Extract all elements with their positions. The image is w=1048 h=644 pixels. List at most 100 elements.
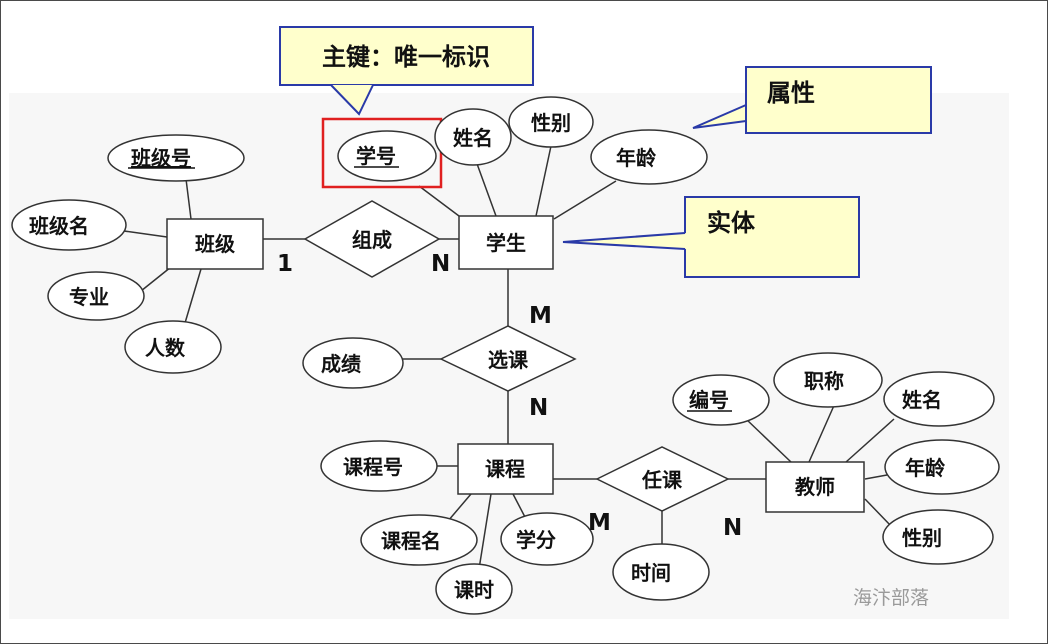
attr-grade-ellipse [302, 337, 404, 389]
attr-course-no: 课程号 [320, 440, 438, 492]
line-teacher-no [745, 418, 792, 463]
line-course-name [447, 493, 472, 522]
callout-primary-key-box [279, 26, 534, 86]
attr-title-ellipse [773, 352, 883, 408]
attr-headcount-label: 人数 [145, 336, 186, 360]
attr-teacher-age: 年龄 [884, 439, 1000, 495]
cardinality-course-select: N [529, 395, 548, 421]
entity-course: 课程 [457, 443, 554, 495]
attr-title-label: 职称 [804, 369, 844, 393]
cardinality-teacher-teach: N [723, 515, 742, 541]
cardinality-student-select: M [529, 303, 552, 329]
callout-primary-key-pointer [330, 84, 374, 116]
line-course-hours [478, 493, 492, 570]
attr-student-name: 姓名 [434, 108, 512, 166]
attr-teacher-name-label: 姓名 [902, 388, 942, 412]
attr-time-label: 时间 [631, 561, 671, 585]
attr-student-no-label: 学号 [356, 144, 396, 168]
attr-major-label: 专业 [69, 285, 109, 309]
attr-time: 时间 [612, 543, 710, 601]
callout-entity-text: 实体 [707, 209, 756, 237]
line-class-classname [123, 230, 168, 238]
relationship-teach-diamond [595, 446, 730, 512]
attr-course-no-ellipse [320, 440, 438, 492]
cardinalities: 1 N M N M N [277, 251, 742, 541]
attr-headcount-ellipse [124, 320, 222, 374]
entity-teacher-label: 教师 [795, 475, 835, 499]
attr-student-age-label: 年龄 [616, 146, 657, 170]
attr-hours: 课时 [435, 563, 513, 615]
attr-teacher-name-ellipse [883, 371, 995, 427]
attr-teacher-no-label: 编号 [689, 388, 729, 412]
relationship-teach-label: 任课 [641, 468, 683, 492]
attr-student-no: 学号 [321, 117, 443, 189]
callout-entity: 实体 [562, 196, 860, 278]
callout-entity-box [684, 196, 860, 278]
attr-student-name-ellipse [434, 108, 512, 166]
entity-teacher-box [765, 461, 865, 513]
relationship-compose-label: 组成 [352, 228, 392, 252]
entity-class-label: 班级 [195, 232, 235, 256]
attr-student-gender: 性别 [508, 96, 594, 148]
attr-teacher-name: 姓名 [883, 371, 995, 427]
attr-class-name-label: 班级名 [29, 214, 89, 238]
attr-student-age: 年龄 [590, 129, 708, 185]
cardinality-course-teach: M [588, 510, 611, 536]
attr-major-ellipse [47, 271, 145, 321]
entity-student-label: 学生 [486, 231, 526, 255]
line-course-credit [512, 493, 527, 520]
attr-teacher-no-ellipse [672, 374, 770, 426]
attr-credit: 学分 [500, 512, 594, 566]
line-teacher-title [808, 400, 837, 463]
attr-hours-ellipse [435, 563, 513, 615]
attr-grade: 成绩 [302, 337, 404, 389]
line-student-name [475, 160, 497, 217]
line-teacher-gender [864, 498, 892, 527]
attr-hours-label: 课时 [454, 578, 494, 602]
attr-class-name: 班级名 [11, 199, 127, 251]
attr-teacher-gender: 性别 [882, 509, 994, 565]
attr-teacher-gender-label: 性别 [902, 526, 942, 550]
attr-class-no-label: 班级号 [131, 146, 191, 170]
entity-course-label: 课程 [485, 457, 525, 481]
callout-primary-key: 主键：唯一标识 [279, 26, 534, 116]
attr-class-no-ellipse [107, 134, 245, 182]
connectors [123, 145, 895, 570]
line-teacher-age [864, 474, 888, 480]
attr-credit-ellipse [500, 512, 594, 566]
entity-student: 学生 [458, 215, 554, 270]
relationship-select-label: 选课 [488, 348, 529, 372]
line-teacher-name [845, 418, 895, 463]
callout-primary-key-text: 主键：唯一标识 [322, 43, 490, 71]
callout-attribute-box [745, 66, 932, 134]
relationship-compose: 组成 [303, 200, 441, 278]
relationship-select: 选课 [439, 325, 577, 392]
attr-class-no: 班级号 [107, 134, 245, 182]
line-class-major [140, 266, 172, 292]
attr-teacher-no: 编号 [672, 374, 770, 426]
attr-student-gender-label: 性别 [531, 111, 571, 135]
entity-student-box [458, 215, 554, 270]
line-class-classno [185, 178, 192, 220]
line-student-no [418, 185, 460, 217]
attr-course-name-ellipse [360, 514, 478, 566]
attr-time-ellipse [612, 543, 710, 601]
attr-student-age-ellipse [590, 129, 708, 185]
entity-course-box [457, 443, 554, 495]
attr-headcount: 人数 [124, 320, 222, 374]
watermark: 海汴部落 [853, 587, 929, 609]
callout-attribute: 属性 [692, 66, 932, 134]
callout-attribute-pointer [692, 104, 747, 129]
callout-attribute-text: 属性 [767, 79, 815, 107]
cardinality-student-compose: N [431, 251, 450, 277]
attr-course-name: 课程名 [360, 514, 478, 566]
line-class-headcount [184, 268, 202, 324]
entity-teacher: 教师 [765, 461, 865, 513]
attr-student-gender-ellipse [508, 96, 594, 148]
attr-teacher-gender-ellipse [882, 509, 994, 565]
attr-teacher-age-label: 年龄 [905, 456, 946, 480]
cardinality-class: 1 [277, 251, 293, 277]
entity-class: 班级 [166, 218, 264, 270]
